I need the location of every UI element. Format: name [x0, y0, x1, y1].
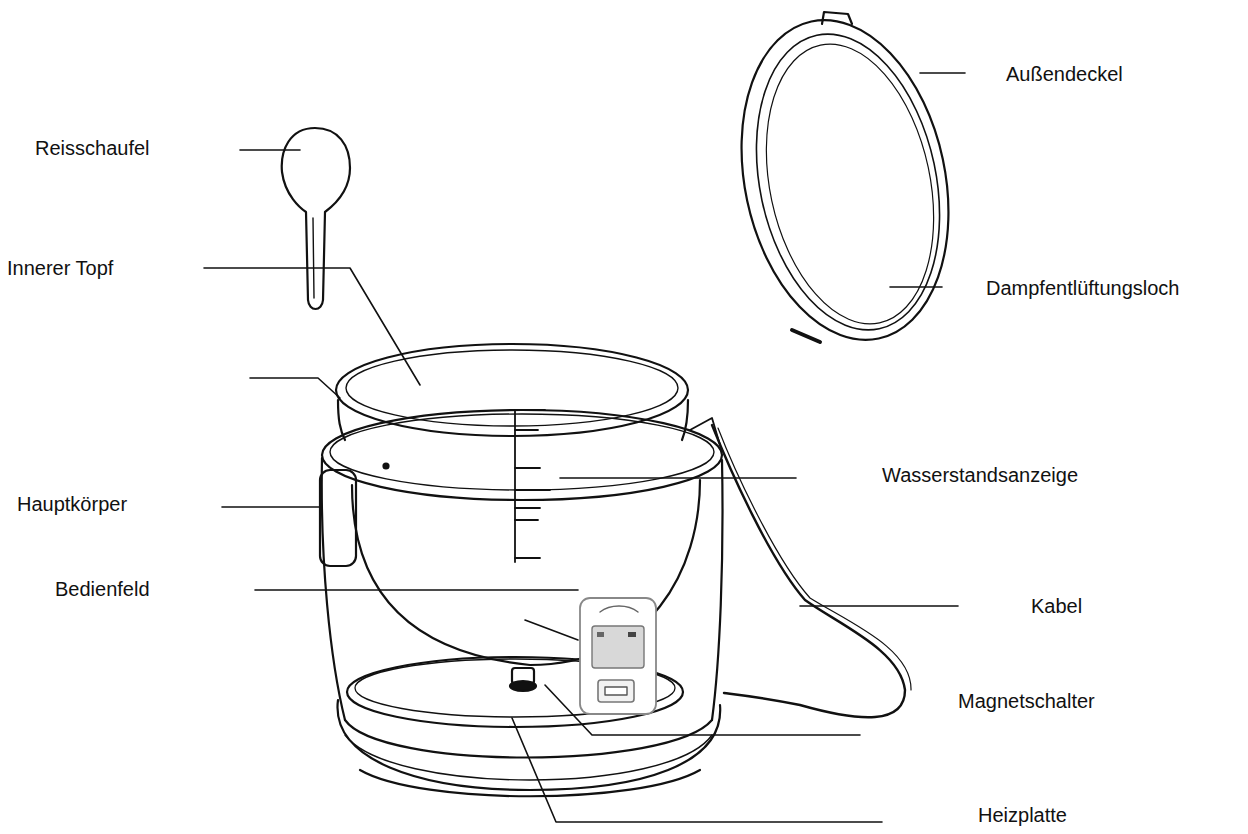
part-label: Kabel	[1029, 594, 1084, 618]
inner-pot	[336, 344, 720, 665]
part-label: Innerer Topf	[5, 256, 115, 280]
part-label: Reisschaufel	[33, 136, 152, 160]
body-handle	[320, 470, 356, 566]
outer-lid	[714, 1, 977, 360]
part-label: Außendeckel	[1004, 62, 1125, 86]
part-label: Bedienfeld	[53, 577, 152, 601]
main-body	[322, 410, 723, 796]
control-panel	[525, 598, 656, 714]
part-label: Wasserstandsanzeige	[880, 463, 1080, 487]
part-label: Heizplatte	[976, 803, 1069, 827]
part-label: Dampfentlüftungsloch	[984, 276, 1181, 300]
water-level-scale	[515, 410, 550, 562]
magnetic-switch	[510, 668, 536, 691]
rice-paddle	[282, 128, 350, 309]
leader-lines	[204, 73, 965, 822]
part-label: Magnetschalter	[956, 689, 1097, 713]
power-cable	[712, 425, 905, 717]
part-label: Hauptkörper	[15, 492, 129, 516]
